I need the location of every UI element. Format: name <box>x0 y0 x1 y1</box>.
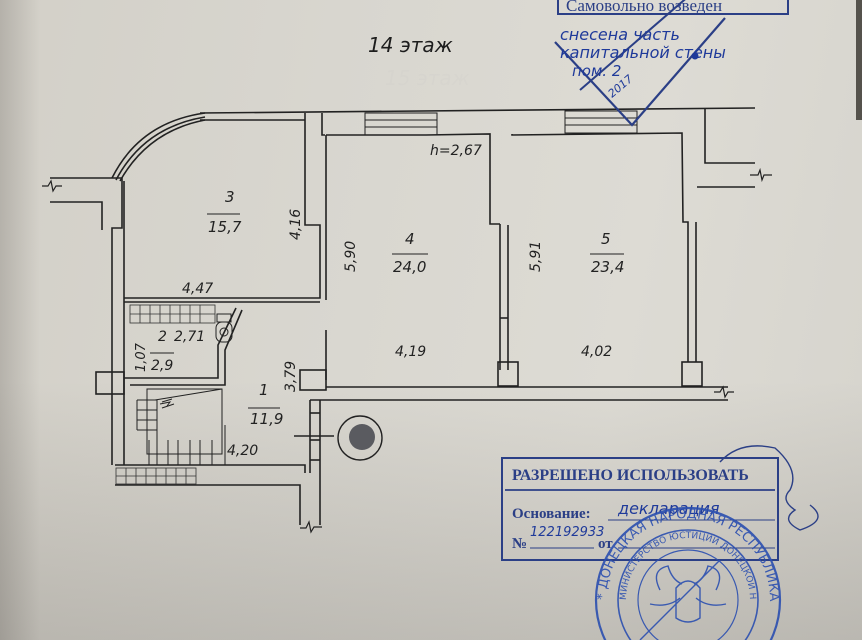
handwritten-note: снесена часть капитальной стены пом. 2 <box>560 25 726 80</box>
room-4: 4 24,0 5,90 4,19 <box>343 230 428 360</box>
note-line-2: капитальной стены <box>560 43 726 62</box>
number-value: 122192933 <box>530 525 604 540</box>
room-1-dim-height: 3,79 <box>283 361 299 392</box>
room-1-dim-width: 4,20 <box>227 443 258 459</box>
basis-value: декларация <box>617 499 720 518</box>
room-2-area: 2,9 <box>151 358 173 374</box>
note-line-3: пом. 2 <box>572 62 621 80</box>
official-seal: * ДОНЕЦКАЯ НАРОДНАЯ РЕСПУБЛИКА * МИНИСТЕ… <box>0 0 781 640</box>
room-4-dim-width: 4,19 <box>395 344 426 360</box>
walls <box>50 107 756 525</box>
toilet-icon <box>215 313 233 343</box>
room-4-number: 4 <box>405 230 415 248</box>
ceiling-height: h=2,67 <box>430 143 482 159</box>
room-3-area: 15,7 <box>208 218 242 236</box>
room-1-area: 11,9 <box>250 410 283 428</box>
floor-title: 14 этаж <box>368 33 453 57</box>
room-5-number: 5 <box>601 230 611 248</box>
windows <box>364 110 638 136</box>
seal-outer-text: * ДОНЕЦКАЯ НАРОДНАЯ РЕСПУБЛИКА * <box>0 0 781 602</box>
room-2: 2 2,71 2,9 1,07 <box>134 329 205 374</box>
room-5-area: 23,4 <box>591 258 624 276</box>
room-1-number: 1 <box>259 381 269 399</box>
room-3: 3 15,7 4,16 4,47 <box>182 188 304 297</box>
room-5-dim-height: 5,91 <box>528 241 544 272</box>
column-icon <box>337 415 383 461</box>
page-shadow <box>0 0 40 640</box>
room-5: 5 23,4 5,91 4,02 <box>528 230 624 360</box>
room-3-number: 3 <box>225 188 235 206</box>
room-4-area: 24,0 <box>393 258 426 276</box>
room-3-dim-width: 4,47 <box>182 281 213 297</box>
number-label: № <box>512 536 527 552</box>
from-label: от <box>598 536 613 552</box>
stairs-icon <box>136 388 226 466</box>
room-1: 1 11,9 3,79 4,20 <box>227 361 299 459</box>
note-line-1: снесена часть <box>560 25 680 44</box>
permit-stamp-title: РАЗРЕШЕНО ИСПОЛЬЗОВАТЬ <box>512 467 749 484</box>
radiators <box>115 304 216 485</box>
unauthorized-stamp-title: Самовольно возведен <box>566 0 722 15</box>
page-edge <box>856 0 862 120</box>
room-2-number: 2 <box>158 329 167 345</box>
room-5-dim-width: 4,02 <box>581 344 612 360</box>
room-4-dim-height: 5,90 <box>343 241 359 272</box>
ghost-floor-title: 15 этаж <box>385 66 470 90</box>
break-marks <box>42 167 772 534</box>
room-3-dim-height: 4,16 <box>288 209 304 240</box>
room-2-dim-height: 1,07 <box>134 342 149 372</box>
permit-stamp: РАЗРЕШЕНО ИСПОЛЬЗОВАТЬ Основание: деклар… <box>501 445 819 561</box>
eagle-emblem-icon <box>639 559 727 640</box>
room-2-dim-width: 2,71 <box>174 329 205 345</box>
basis-label: Основание: <box>512 506 591 522</box>
